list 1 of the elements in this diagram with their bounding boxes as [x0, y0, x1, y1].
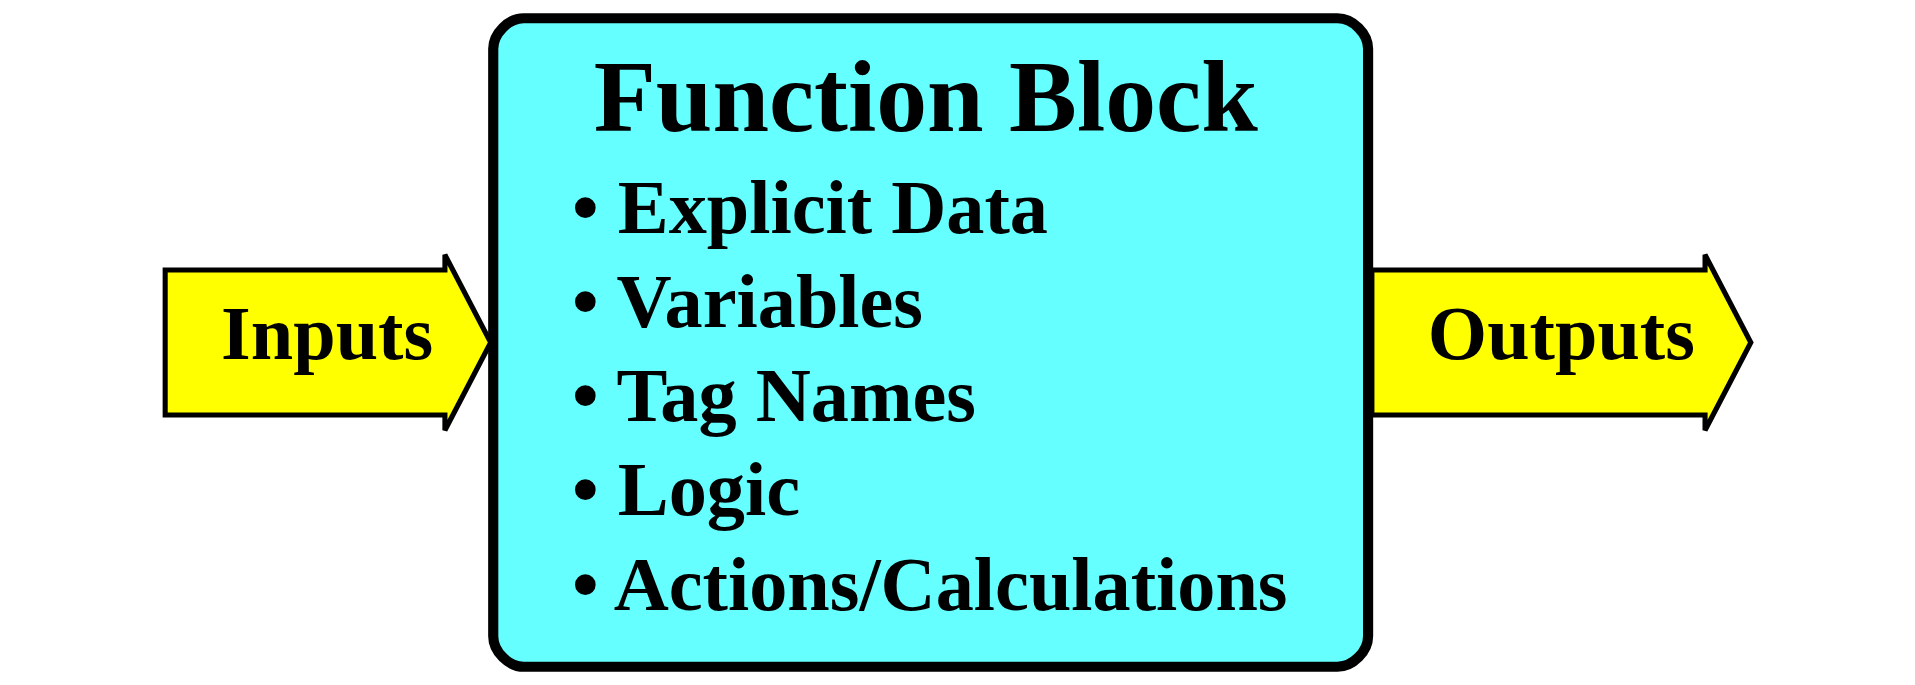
node-box: Function Block • Explicit Data • Variables • Tag Names • Logic • Actions/Calculations: [487, 13, 1373, 672]
